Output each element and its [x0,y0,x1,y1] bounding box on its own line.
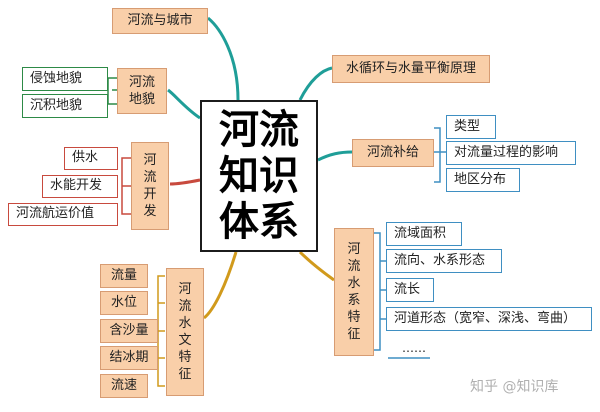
item-erosion-landform[interactable]: 侵蚀地貌 [22,67,108,91]
topic-hydrology-label-1: 河 [178,282,192,297]
item-ice-period[interactable]: 结冰期 [100,346,158,370]
branch-development [169,178,201,186]
branch-city [207,16,240,101]
center-title-line-1: 河流 [219,107,299,153]
topic-development-label-2: 流 [143,170,157,185]
item-hydropower[interactable]: 水能开发 [42,175,118,198]
item-flow-speed[interactable]: 流速 [100,374,148,398]
item-water-supply[interactable]: 供水 [64,147,118,170]
item-more: …… [402,340,426,355]
bracket-development [121,157,131,215]
topic-hydrology[interactable]: 河 流 水 文 特 征 [166,268,204,396]
topic-system-label-4: 系 [347,293,361,308]
item-navigation-value[interactable]: 河流航运价值 [8,203,118,226]
bracket-supply [434,127,446,183]
topic-hydrology-label-3: 水 [178,316,192,331]
topic-hydrology-label-2: 流 [178,299,192,314]
topic-landform-label-2: 地貌 [128,92,155,107]
item-regional-distribution[interactable]: 地区分布 [446,168,520,192]
bracket-hydrology [157,275,165,387]
topic-supply[interactable]: 河流补给 [352,139,434,167]
item-channel-form[interactable]: 河道形态（宽窄、深浅、弯曲） [386,307,592,331]
topic-landform[interactable]: 河流 地貌 [117,68,167,114]
topic-system[interactable]: 河 流 水 系 特 征 [334,228,374,356]
bracket-system [374,232,386,351]
topic-development-label-3: 开 [143,187,157,202]
branch-system [298,250,335,282]
item-basin-area[interactable]: 流域面积 [386,222,462,246]
topic-development[interactable]: 河 流 开 发 [131,142,169,230]
topic-system-label-6: 征 [347,327,361,342]
item-supply-type[interactable]: 类型 [446,115,496,139]
topic-hydrology-label-6: 征 [178,367,192,382]
item-water-level[interactable]: 水位 [100,291,148,315]
item-sediment[interactable]: 含沙量 [100,319,158,343]
topic-landform-label-1: 河流 [128,75,155,90]
topic-system-label-1: 河 [347,242,361,257]
topic-development-label-1: 河 [143,153,157,168]
item-flow-process-impact[interactable]: 对流量过程的影响 [446,141,576,165]
branch-landform [167,88,201,120]
item-deposition-landform[interactable]: 沉积地貌 [22,94,108,118]
center-title-line-3: 体系 [219,199,299,245]
center-topic: 河流 知识 体系 [200,100,318,252]
center-title-line-2: 知识 [219,153,299,199]
branch-water-cycle [298,66,333,101]
bracket-landform [107,77,117,105]
topic-system-label-5: 特 [347,310,361,325]
topic-water-cycle[interactable]: 水循环与水量平衡原理 [332,55,490,83]
branch-hydrology [202,251,238,320]
topic-hydrology-label-4: 文 [178,333,192,348]
topic-system-label-2: 流 [347,259,361,274]
topic-hydrology-label-5: 特 [178,350,192,365]
watermark: 知乎 @知识库 [470,379,559,395]
topic-city[interactable]: 河流与城市 [112,8,208,34]
item-river-length[interactable]: 流长 [386,278,434,302]
topic-development-label-4: 发 [143,204,157,219]
branch-supply [317,150,353,162]
item-flow-direction[interactable]: 流向、水系形态 [386,249,502,273]
topic-system-label-3: 水 [347,276,361,291]
item-discharge[interactable]: 流量 [100,264,148,288]
